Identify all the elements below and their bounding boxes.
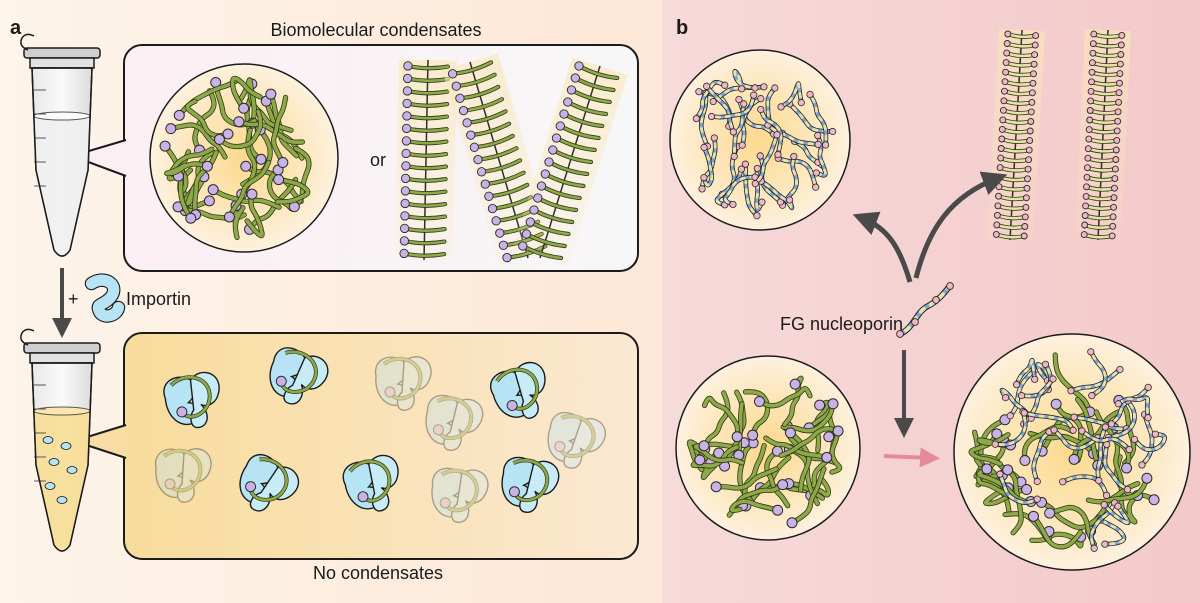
arrow-to-fibrils: [913, 171, 1008, 279]
fg-droplet-strands: [692, 68, 837, 220]
biomolecular-condensates-title: Biomolecular condensates: [270, 20, 481, 40]
mixed-droplet-strands: [968, 348, 1167, 552]
importin-label: Importin: [126, 289, 191, 309]
arrow-merge: [883, 447, 940, 468]
tube-icon: [20, 328, 101, 552]
tube-icon: [20, 33, 101, 257]
fg-nucleoporin-label: FG nucleoporin: [780, 314, 903, 334]
fg-fibrils: [987, 28, 1131, 242]
panel-a-letter: a: [10, 17, 22, 39]
arrow-to-droplet: [852, 211, 913, 283]
plus-sign: +: [68, 289, 79, 309]
green-droplet-strands: [686, 375, 844, 529]
importin-icon: [84, 273, 126, 323]
or-label: or: [370, 150, 386, 170]
panel-b-letter: b: [676, 17, 688, 39]
amyloid-fibrils: [395, 53, 628, 267]
importin-complexes: [155, 347, 606, 523]
fg-strand-icon: [896, 282, 954, 338]
droplet-strands: [159, 75, 312, 241]
no-condensates-caption: No condensates: [313, 563, 443, 583]
